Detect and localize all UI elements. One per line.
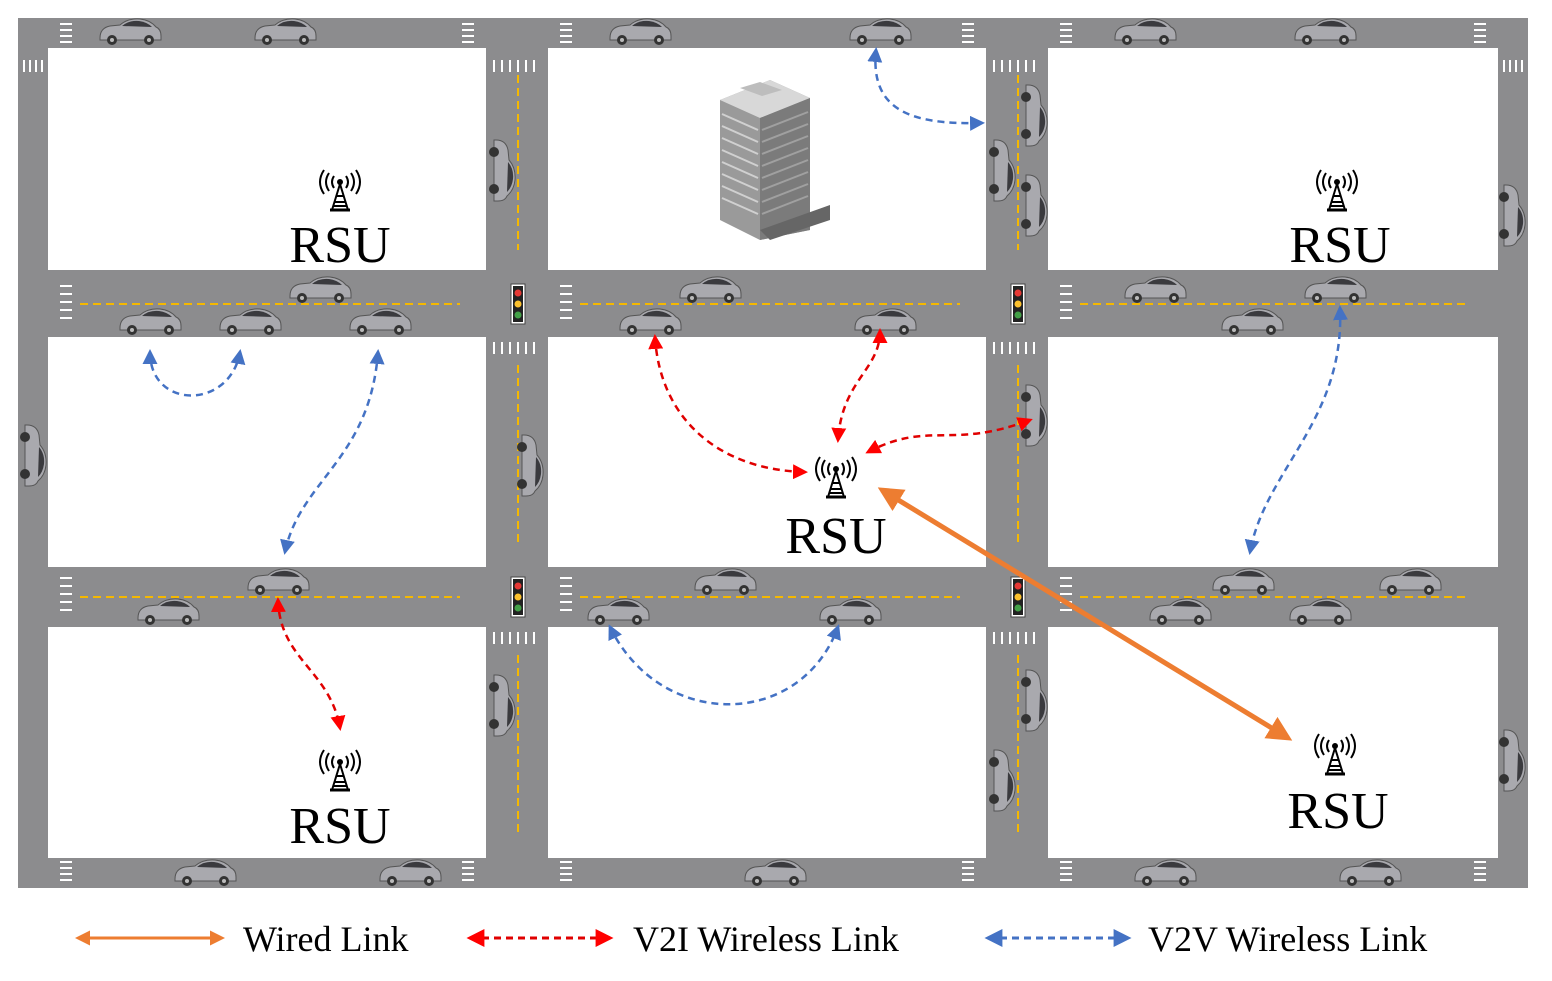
building-icon	[720, 80, 830, 240]
v2i-links	[270, 328, 1033, 731]
wired-link	[877, 487, 1293, 741]
rsu-label-bottom-left: RSU	[289, 798, 390, 855]
rsu-label-top-left: RSU	[289, 217, 390, 274]
rsu-label-bottom-right: RSU	[1287, 783, 1388, 840]
legend: Wired Link V2I Wireless Link V2V Wireles…	[75, 919, 1427, 959]
legend-v2v-label: V2V Wireless Link	[1148, 919, 1427, 959]
legend-v2i-label: V2I Wireless Link	[633, 919, 899, 959]
v2v-links	[142, 47, 1349, 706]
rsu-label-top-right: RSU	[1289, 217, 1390, 274]
legend-wired-label: Wired Link	[243, 919, 409, 959]
rsu-label-center: RSU	[785, 508, 886, 565]
